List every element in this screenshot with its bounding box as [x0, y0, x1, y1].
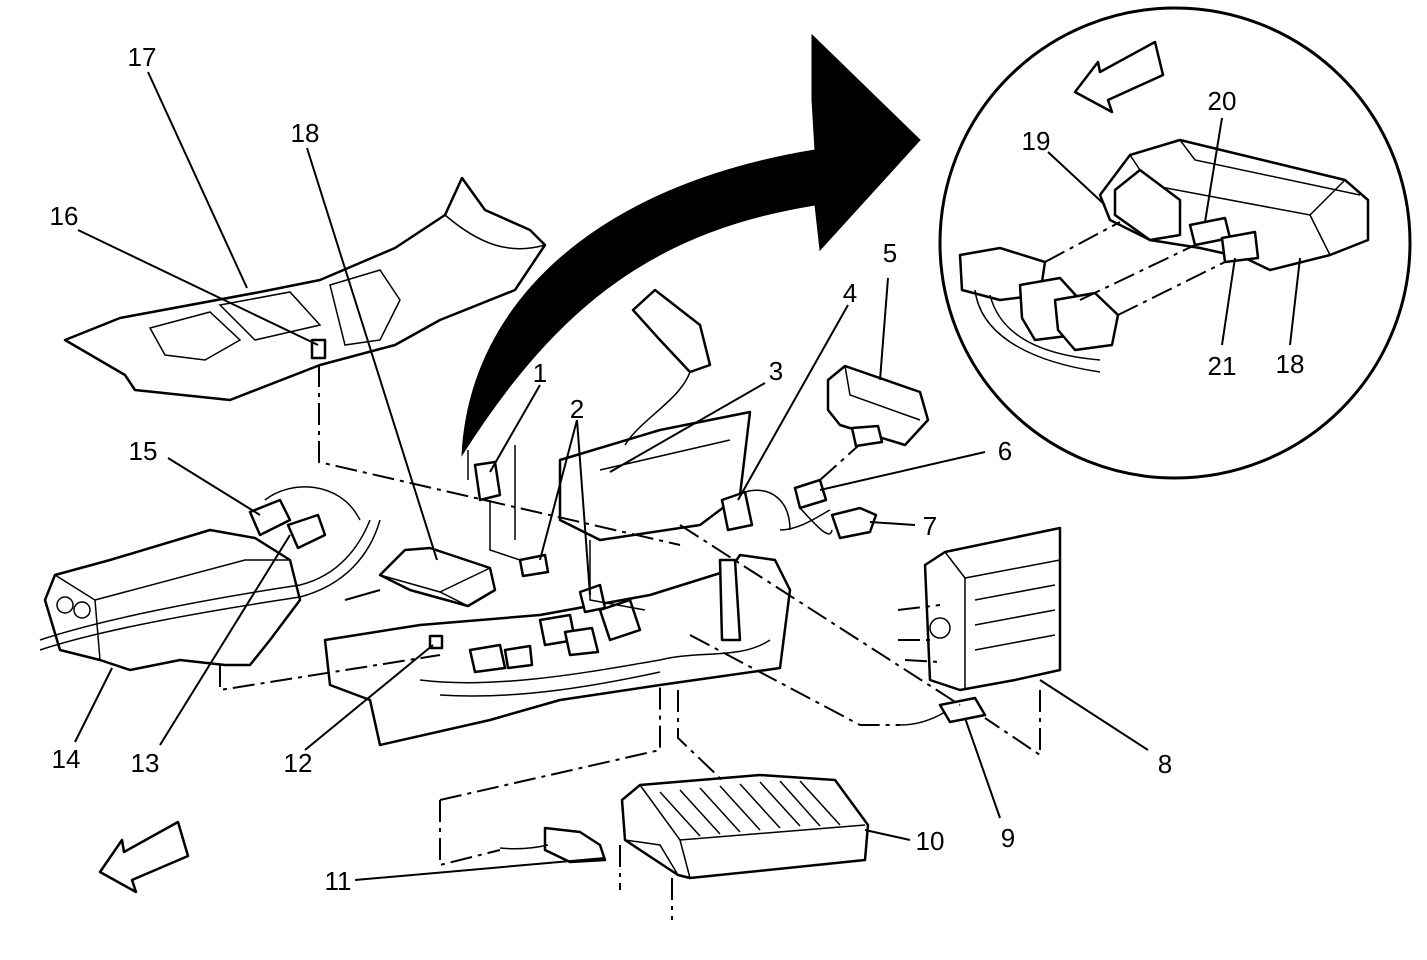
- amplifier-10: [620, 773, 870, 880]
- callout-13: 13: [131, 748, 160, 778]
- callout-6: 6: [998, 436, 1012, 466]
- direction-arrow-icon: [98, 820, 190, 894]
- callout-4: 4: [843, 278, 857, 308]
- connector-6: [793, 445, 859, 510]
- connector-13: [286, 513, 327, 550]
- console-assembly-14: [39, 486, 381, 672]
- callout-3: 3: [769, 356, 783, 386]
- direction-arrow-icon: [1073, 40, 1165, 114]
- callout-21: 21: [1208, 351, 1237, 381]
- connector-1: [473, 460, 502, 502]
- callout-10: 10: [916, 826, 945, 856]
- switch-5: [826, 364, 930, 448]
- callout-12: 12: [284, 748, 313, 778]
- callout-17: 17: [128, 42, 157, 72]
- leader-lines: [74, 71, 1301, 881]
- callout-1: 1: [533, 358, 547, 388]
- connection-lines: [219, 365, 1041, 920]
- callout-15: 15: [129, 436, 158, 466]
- callout-8: 8: [1158, 749, 1172, 779]
- callout-7: 7: [923, 511, 937, 541]
- module-18: [378, 546, 497, 608]
- console-cover: [63, 176, 547, 402]
- detail-pointer-arrow: [461, 33, 921, 457]
- callout-20: 20: [1208, 86, 1237, 116]
- detail-circle: [938, 6, 1412, 480]
- center-harness: [323, 553, 792, 747]
- callout-16: 16: [50, 201, 79, 231]
- callout-19: 19: [1022, 126, 1051, 156]
- callout-labels: 1 2 3 4 5 6 7 8 9 10 11 12 13 14 15 16 1…: [50, 42, 1305, 896]
- radio-unit-8: [897, 526, 1062, 692]
- callout-5: 5: [883, 238, 897, 268]
- callout-9: 9: [1001, 823, 1015, 853]
- callout-2: 2: [570, 394, 584, 424]
- callout-18: 18: [291, 118, 320, 148]
- callout-18-detail: 18: [1276, 349, 1305, 379]
- connector-11: [499, 826, 607, 864]
- callout-14: 14: [52, 744, 81, 774]
- connector-7: [799, 506, 878, 540]
- connector-9: [899, 696, 987, 726]
- callout-11: 11: [325, 866, 352, 896]
- dash-assembly: [467, 288, 831, 642]
- connector-15: [248, 498, 292, 537]
